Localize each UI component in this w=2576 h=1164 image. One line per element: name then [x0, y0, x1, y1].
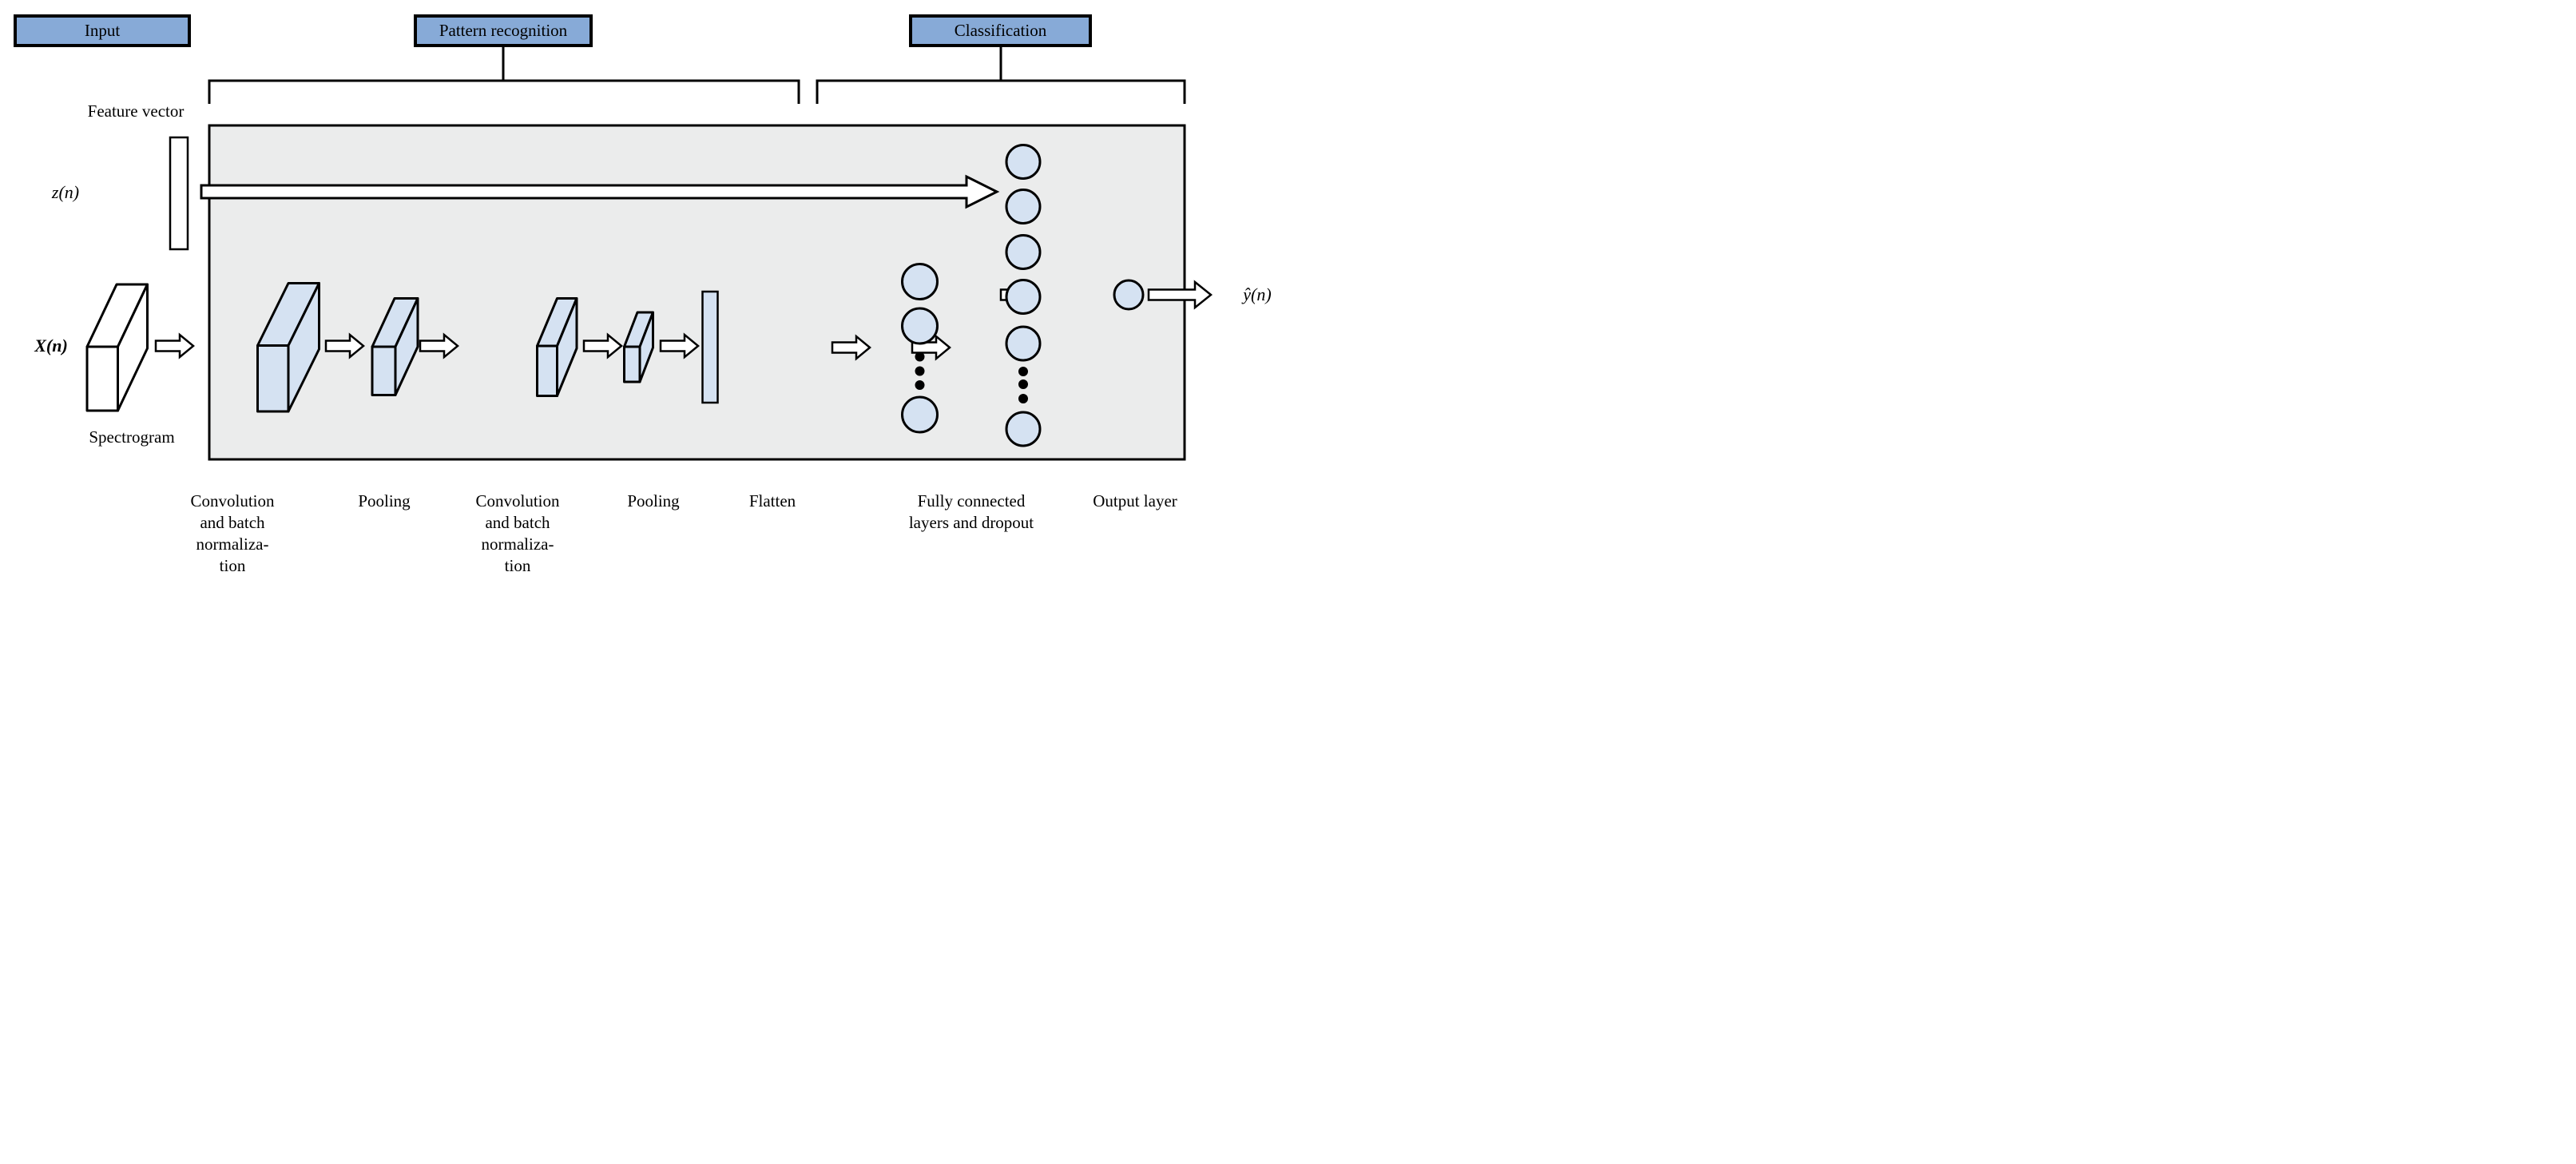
neuron [1005, 234, 1042, 270]
stage-box-pattern-recognition: Pattern recognition [414, 14, 593, 47]
ellipsis-dot [1018, 367, 1028, 376]
label-line: Pooling [627, 491, 680, 510]
label-line: Pooling [358, 491, 411, 510]
stage-box-input: Input [14, 14, 191, 47]
label-pool1: Pooling [358, 491, 410, 512]
bracket-span [816, 79, 1186, 104]
feature-vector-symbol: z(n) [51, 182, 80, 202]
label-line: Output layer [1093, 491, 1177, 510]
output-symbol: ŷ(n) [1243, 284, 1272, 304]
neuron [901, 263, 939, 300]
label-flatten: Flatten [749, 491, 796, 512]
fc-layer-2 [1005, 144, 1042, 447]
neuron [901, 307, 939, 345]
label-line: Convolution [475, 491, 560, 510]
label-line: Convolution [190, 491, 275, 510]
arrow-fc1-to-fc2 [911, 334, 951, 361]
pool2-block [623, 311, 654, 383]
label-line: normaliza- [196, 534, 269, 554]
label-output-layer: Output layer [1093, 491, 1177, 512]
pattern-recognition-bracket [208, 47, 800, 104]
label-line: and batch [485, 513, 550, 532]
feature-vector-label: Feature vector [87, 101, 185, 121]
pool1-block [371, 297, 419, 396]
arrow-pool2-to-flatten [659, 332, 700, 360]
feature-vector-bar [169, 136, 189, 251]
box-front-face [623, 345, 641, 383]
arrow-output-to-yhat [1147, 280, 1213, 310]
stage-box-pattern-recognition-label: Pattern recognition [439, 21, 568, 40]
label-pool2: Pooling [627, 491, 679, 512]
ellipsis-dot [1018, 394, 1028, 403]
box-front-face [256, 344, 290, 413]
ellipsis-dot [915, 366, 925, 376]
neuron [1005, 189, 1042, 224]
box-front-face [536, 344, 558, 397]
label-fully-connected: Fully connected layers and dropout [909, 491, 1034, 534]
conv2-block [536, 297, 578, 397]
neuron [1005, 325, 1042, 362]
neuron [901, 395, 939, 434]
label-line: tion [219, 556, 246, 575]
fc-layer-1 [901, 263, 939, 434]
ellipsis-dot [915, 380, 925, 390]
stage-box-classification: Classification [909, 14, 1092, 47]
label-conv1: Convolution and batch normaliza- tion [190, 491, 274, 577]
spectrogram-label: Spectrogram [89, 427, 175, 447]
spectrogram-symbol: X(n) [34, 336, 68, 356]
neuron [1005, 411, 1042, 447]
label-line: Fully connected [917, 491, 1026, 510]
box-front-face [371, 345, 397, 396]
stage-box-input-label: Input [84, 21, 121, 40]
feature-vector-skip-arrow [200, 174, 1000, 209]
spectrogram-box [85, 283, 149, 412]
neuron [1005, 144, 1042, 180]
stage-box-classification-label: Classification [954, 21, 1047, 40]
ellipsis-dot [915, 352, 925, 362]
diagram-shapes [85, 47, 1213, 461]
label-line: layers and dropout [908, 513, 1034, 532]
label-line: normaliza- [481, 534, 554, 554]
neuron [1005, 279, 1042, 315]
bracket-span [208, 79, 800, 104]
conv1-block [256, 282, 320, 413]
box-front-face [85, 345, 119, 412]
cnn-architecture-diagram: Input Pattern recognition Classification… [0, 0, 1288, 582]
ellipsis-dot [1018, 379, 1028, 389]
arrow-input-to-conv1 [154, 332, 195, 360]
arrow-conv1-to-pool1 [324, 332, 365, 360]
classification-bracket [816, 47, 1186, 104]
label-line: tion [504, 556, 531, 575]
arrow-flatten-to-fc1 [831, 334, 871, 361]
arrow-conv2-to-pool2 [582, 332, 623, 360]
label-line: and batch [200, 513, 265, 532]
label-line: Flatten [748, 491, 796, 510]
arrow-pool1-to-conv2 [419, 332, 459, 360]
output-neuron [1113, 279, 1145, 311]
flatten-bar [701, 290, 719, 404]
label-conv2: Convolution and batch normaliza- tion [475, 491, 559, 577]
